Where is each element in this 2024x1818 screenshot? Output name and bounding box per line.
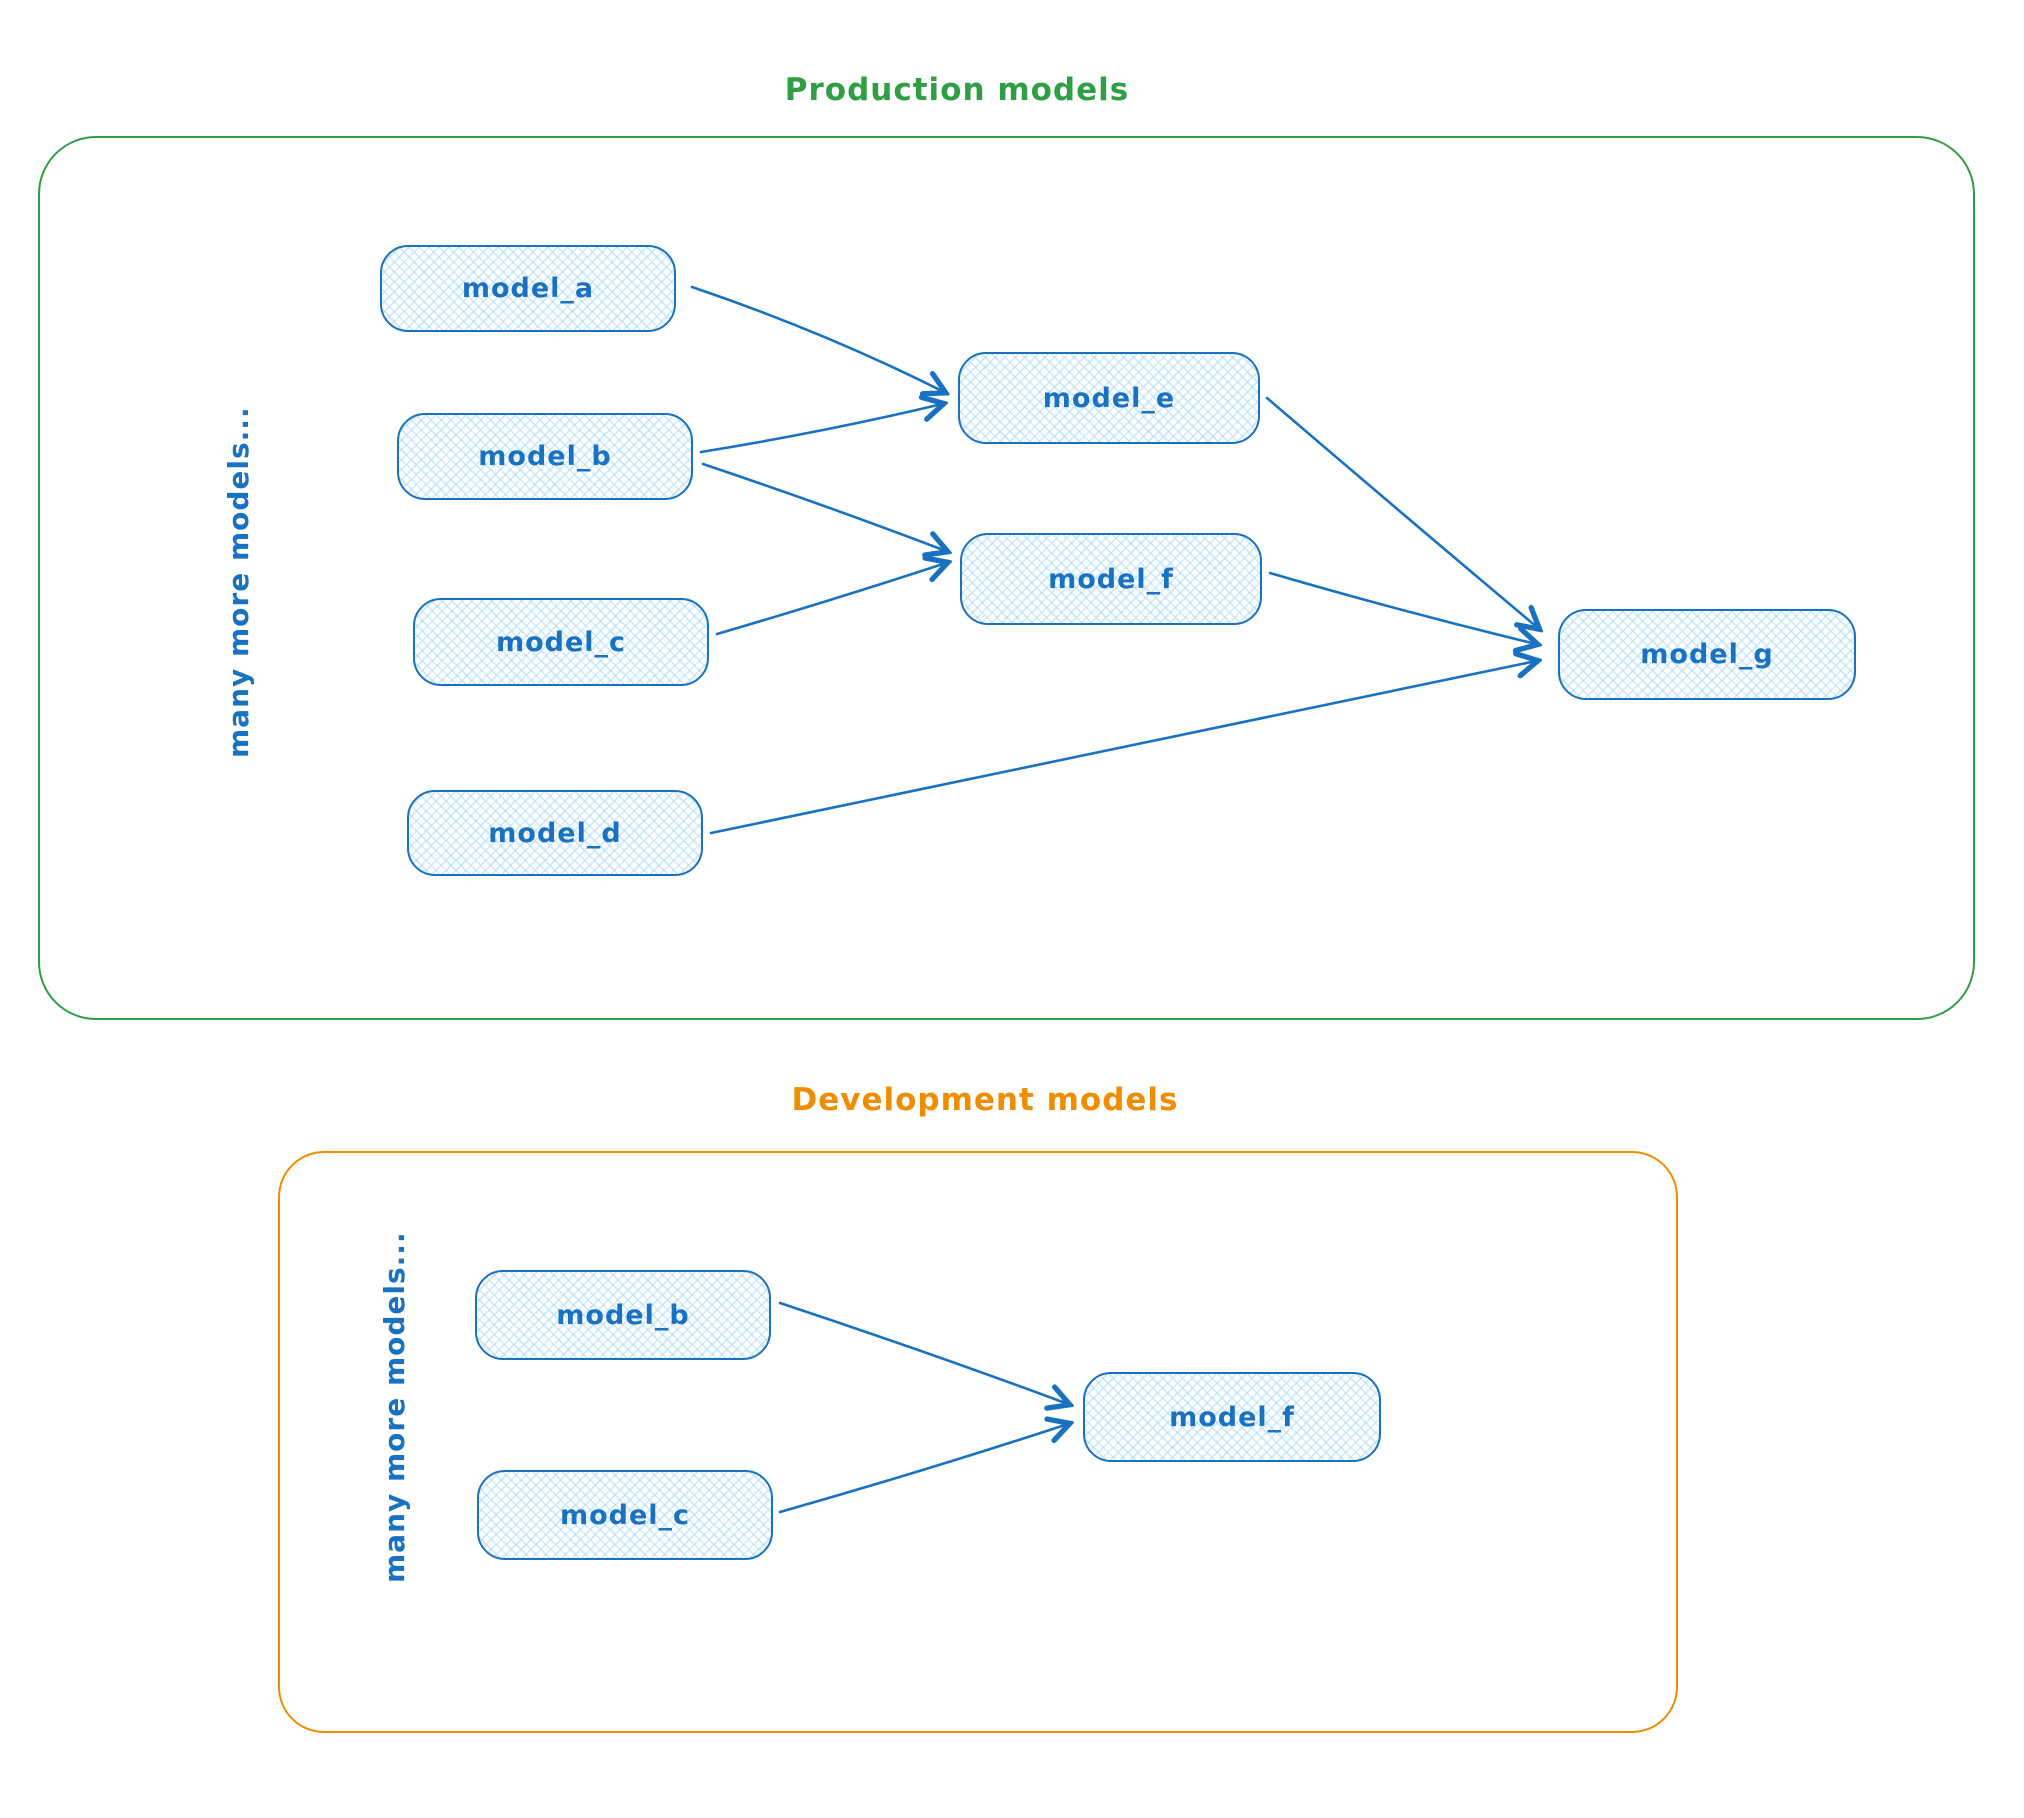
node-label: model_c — [495, 626, 627, 658]
node-label: model_b — [478, 441, 612, 472]
node-development-model-b[interactable]: model_b — [475, 1270, 771, 1360]
node-production-model-a[interactable]: model_a — [380, 245, 676, 332]
development-frame[interactable] — [278, 1151, 1678, 1733]
node-production-model-c[interactable]: model_c — [413, 598, 709, 686]
node-production-model-d[interactable]: model_d — [407, 790, 703, 876]
node-label: model_e — [1042, 382, 1176, 414]
node-label: model_f — [1048, 563, 1174, 595]
node-label: model_f — [1169, 1401, 1295, 1433]
node-label: model_c — [559, 1499, 691, 1531]
node-production-model-g[interactable]: model_g — [1558, 609, 1856, 700]
node-label: model_d — [488, 817, 622, 849]
node-label: model_g — [1640, 639, 1774, 670]
node-production-model-f[interactable]: model_f — [960, 533, 1262, 625]
production-frame[interactable] — [38, 136, 1975, 1020]
node-label: model_b — [556, 1299, 690, 1331]
development-side-note: many more models... — [378, 1231, 411, 1583]
node-development-model-c[interactable]: model_c — [477, 1470, 773, 1560]
production-side-note: many more models... — [222, 406, 255, 758]
development-section-title: Development models — [791, 1082, 1179, 1118]
node-production-model-b[interactable]: model_b — [397, 413, 693, 500]
node-label: model_a — [461, 273, 595, 304]
node-production-model-e[interactable]: model_e — [958, 352, 1260, 444]
node-development-model-f[interactable]: model_f — [1083, 1372, 1381, 1462]
production-section-title: Production models — [784, 72, 1130, 108]
